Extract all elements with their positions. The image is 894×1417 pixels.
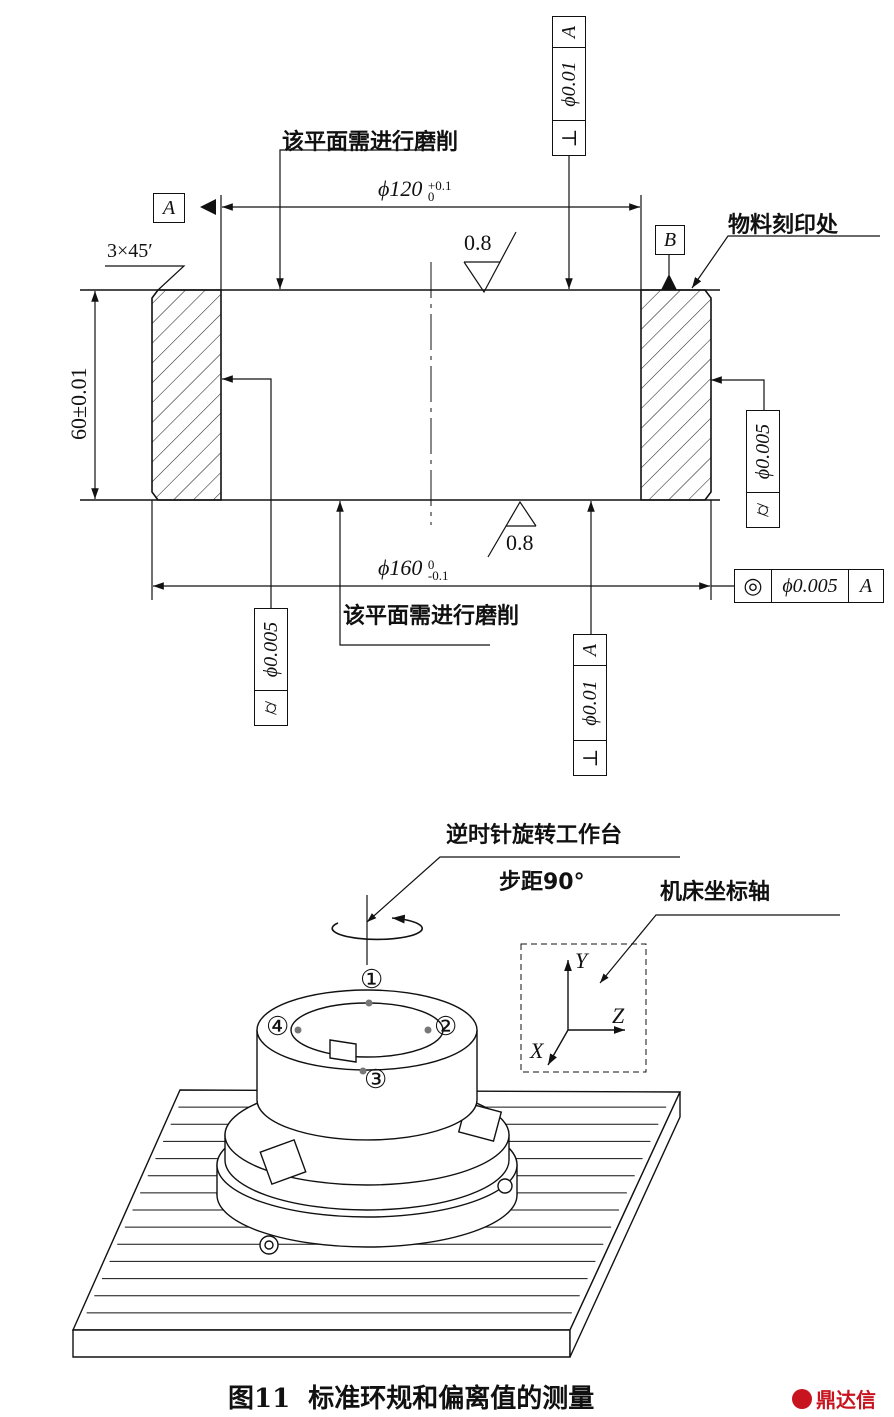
coax-tol-frame: ◎ ϕ0.005 A <box>734 569 884 603</box>
coaxiality-symbol: ◎ <box>735 570 772 602</box>
cyl-left-leader <box>222 375 272 608</box>
grind-label-top: 该平面需进行磨削 <box>282 130 459 155</box>
datum-a-triangle <box>200 199 216 215</box>
dim-chamfer: 3×45′ <box>107 240 153 262</box>
axis-y-label: Y <box>575 948 588 973</box>
roughness-top-symbol <box>463 231 517 294</box>
step-label: 步距90° <box>499 870 585 895</box>
engineering-drawing <box>80 149 880 646</box>
dim-inner-diameter: ϕ120 +0.1 0 <box>378 176 452 204</box>
perp-tol-frame-bottom: ⊥ ϕ0.01 A <box>573 634 607 776</box>
ring-gauge <box>256 989 478 1141</box>
point-4-label: ④ <box>266 1012 290 1041</box>
axis-triad <box>547 960 625 1066</box>
rotation-arrow <box>331 914 424 941</box>
watermark-logo: 鼎达信 <box>792 1384 876 1413</box>
perp-symbol: ⊥ <box>574 740 606 775</box>
rotate-label: 逆时针旋转工作台 <box>446 823 623 848</box>
cyl-tol-frame-right: ⌭ ϕ0.005 <box>746 410 780 528</box>
measure-points <box>294 999 432 1075</box>
cyl-tol-frame-left: ⌭ ϕ0.005 <box>254 608 288 726</box>
marking-label: 物料刻印处 <box>728 213 839 238</box>
chuck-body <box>216 1084 518 1255</box>
grind-top-leader <box>276 149 435 289</box>
datum-b-triangle <box>661 274 677 290</box>
datum-b-box: B <box>655 225 685 255</box>
dim-height: 60±0.01 <box>66 367 91 440</box>
marking-leader <box>691 235 880 289</box>
cylindricity-symbol: ⌭ <box>255 690 287 725</box>
roughness-top-value: 0.8 <box>464 230 492 255</box>
point-3-label: ③ <box>364 1065 388 1094</box>
dim-outer-diameter: ϕ160 0 -0.1 <box>378 555 449 583</box>
perp-symbol: ⊥ <box>553 120 585 155</box>
grind-bottom-leader <box>336 501 490 646</box>
axis-box <box>520 943 647 1073</box>
chamfer-leader <box>105 265 186 291</box>
measurement-setup-illustration <box>71 856 840 1358</box>
watermark-icon <box>792 1388 812 1409</box>
axis-leader <box>599 914 840 984</box>
cyl-right-leader <box>711 376 765 410</box>
point-2-label: ② <box>434 1012 458 1041</box>
axis-x-label: X <box>530 1038 544 1063</box>
axis-z-label: Z <box>612 1003 625 1028</box>
rotate-leader <box>366 856 680 923</box>
grind-label-bottom: 该平面需进行磨削 <box>343 604 520 629</box>
cylindricity-symbol: ⌭ <box>747 492 779 527</box>
roughness-bottom-value: 0.8 <box>506 530 534 555</box>
perp-tol-frame-top: ⊥ ϕ0.01 A <box>552 16 586 156</box>
figure-caption: 图11 标准环规和偏离值的测量 <box>228 1384 595 1414</box>
ring-section-left <box>151 289 222 501</box>
axis-label: 机床坐标轴 <box>660 880 771 905</box>
point-1-label: ① <box>360 965 384 994</box>
datum-a-box: A <box>153 193 185 223</box>
ring-section-right <box>640 289 712 501</box>
roughness-bottom-symbol <box>487 500 537 558</box>
